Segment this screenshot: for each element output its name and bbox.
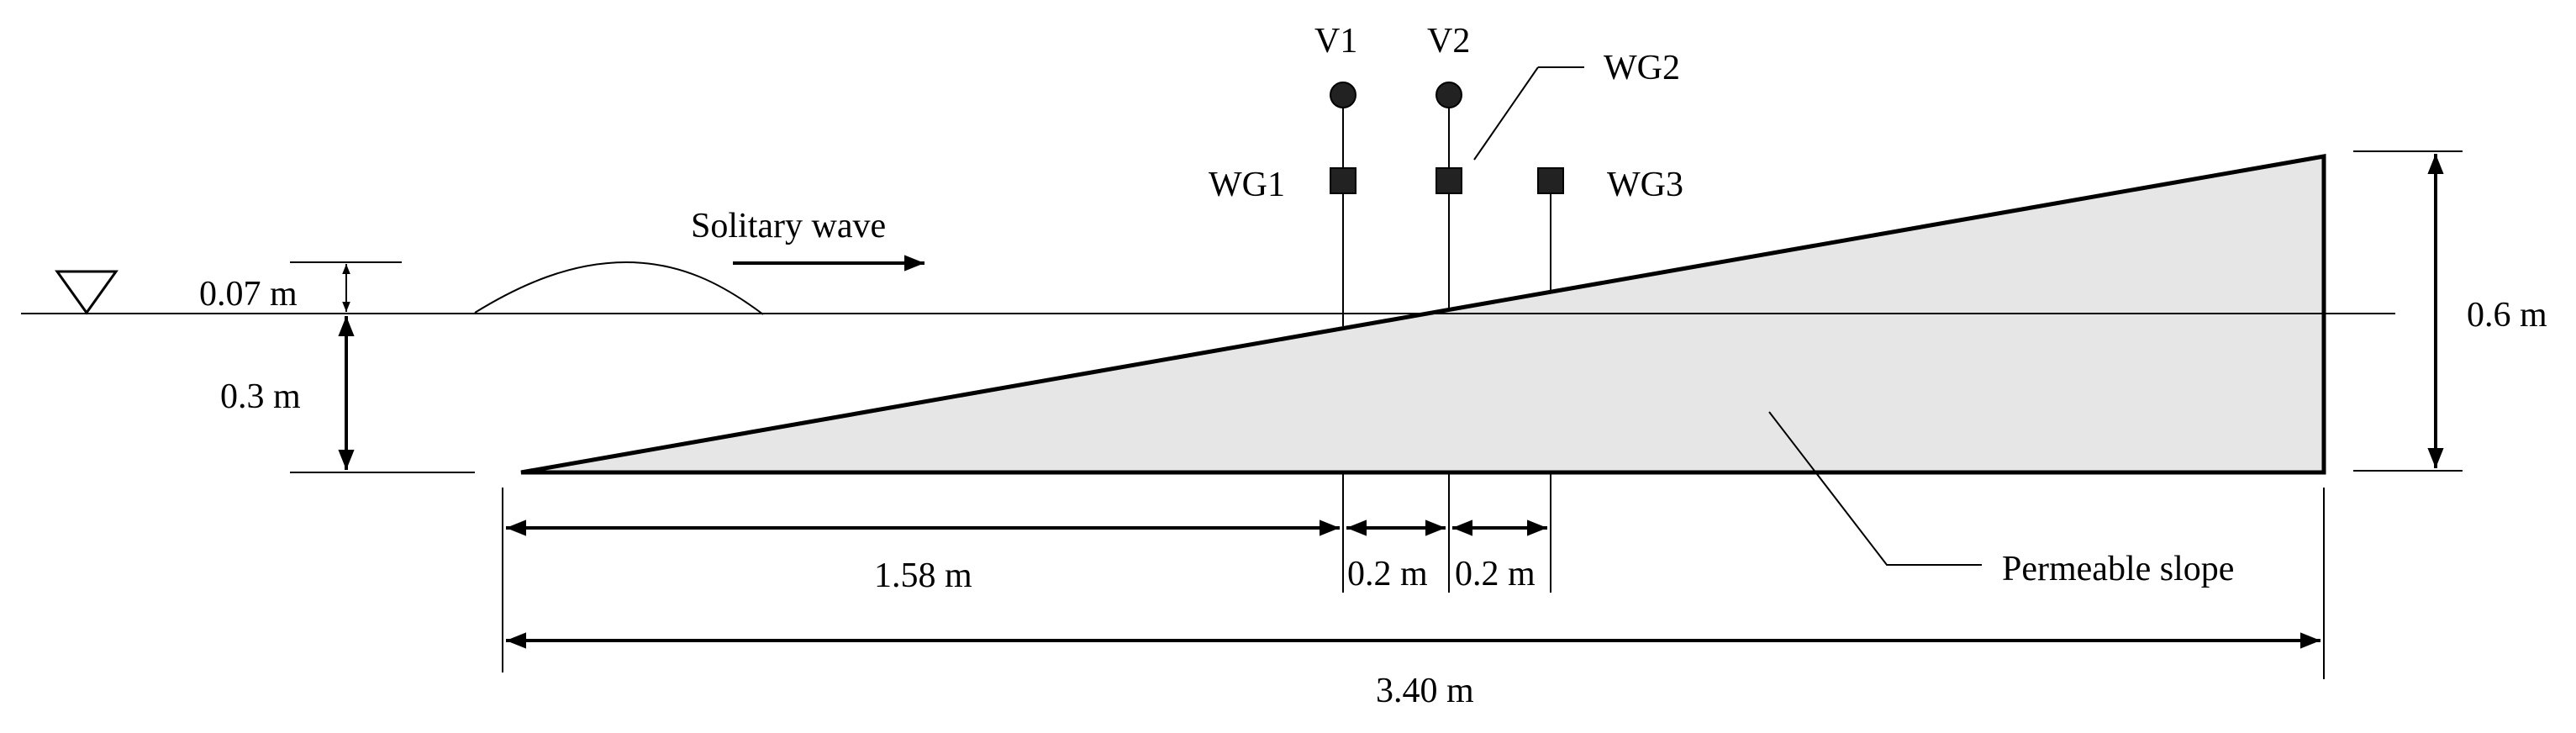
wg3-label: WG3 <box>1607 166 1683 204</box>
v1-probe <box>1330 82 1356 108</box>
dist-3-label: 0.2 m <box>1455 555 1536 593</box>
wg3-gauge <box>1537 167 1564 194</box>
total-length-label: 3.40 m <box>1376 672 1474 710</box>
wave-height-label: 0.07 m <box>199 275 298 314</box>
wg2-gauge <box>1436 167 1462 194</box>
slope-label: Permeable slope <box>2002 550 2234 588</box>
wave-label: Solitary wave <box>691 207 886 245</box>
solitary-wave-shape <box>474 261 764 315</box>
water-depth-label: 0.3 m <box>220 377 301 416</box>
slope-leader <box>1768 411 1982 566</box>
v2-probe <box>1436 82 1462 108</box>
v1-label: V1 <box>1314 22 1357 61</box>
wg1-gauge <box>1330 167 1356 194</box>
wg2-leader <box>1473 66 1539 161</box>
dist-2-label: 0.2 m <box>1347 555 1428 593</box>
wg1-label: WG1 <box>1209 166 1285 204</box>
wg2-label: WG2 <box>1604 49 1680 87</box>
dist-1-label: 1.58 m <box>874 556 972 595</box>
slope-height-label: 0.6 m <box>2467 296 2547 335</box>
v2-label: V2 <box>1427 22 1470 61</box>
water-level-symbol <box>55 270 119 315</box>
